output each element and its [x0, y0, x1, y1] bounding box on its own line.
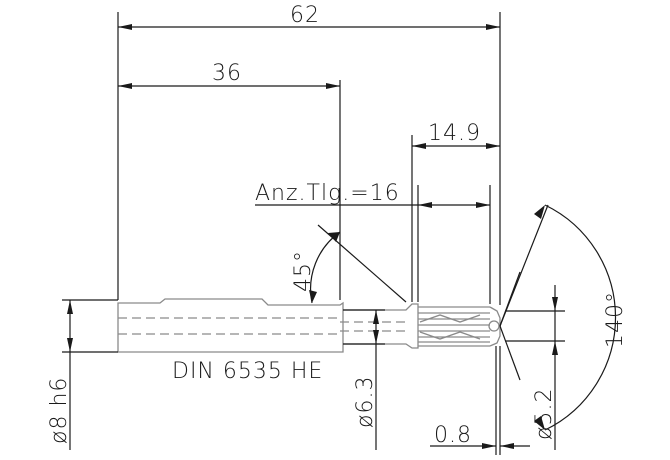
standard-label: DIN 6535 HE: [172, 359, 323, 384]
tip-offset-label: 0.8: [434, 423, 472, 448]
thread-section: [418, 306, 501, 347]
dimension-lines: [62, 12, 617, 455]
neck-outline: [343, 303, 419, 349]
point-angle-label: 140°: [603, 291, 628, 348]
shank-diameter-label: ø8 h6: [47, 377, 72, 444]
dimension-labels: 62 36 14.9 Anz.Tlg.=16 45° 140° ø8 h6 ø6…: [47, 3, 628, 448]
tip-diameter-label: ø5.2: [532, 388, 557, 440]
shank-outline: [117, 298, 344, 353]
shank-length-label: 36: [212, 61, 242, 86]
tool-outline: [117, 298, 501, 353]
overall-length-label: 62: [290, 3, 320, 28]
tooth-note-label: Anz.Tlg.=16: [255, 181, 400, 206]
thread-length-label: 14.9: [428, 121, 481, 146]
chamfer-angle-label: 45°: [291, 250, 316, 292]
neck-diameter-label: ø6.3: [353, 376, 378, 428]
